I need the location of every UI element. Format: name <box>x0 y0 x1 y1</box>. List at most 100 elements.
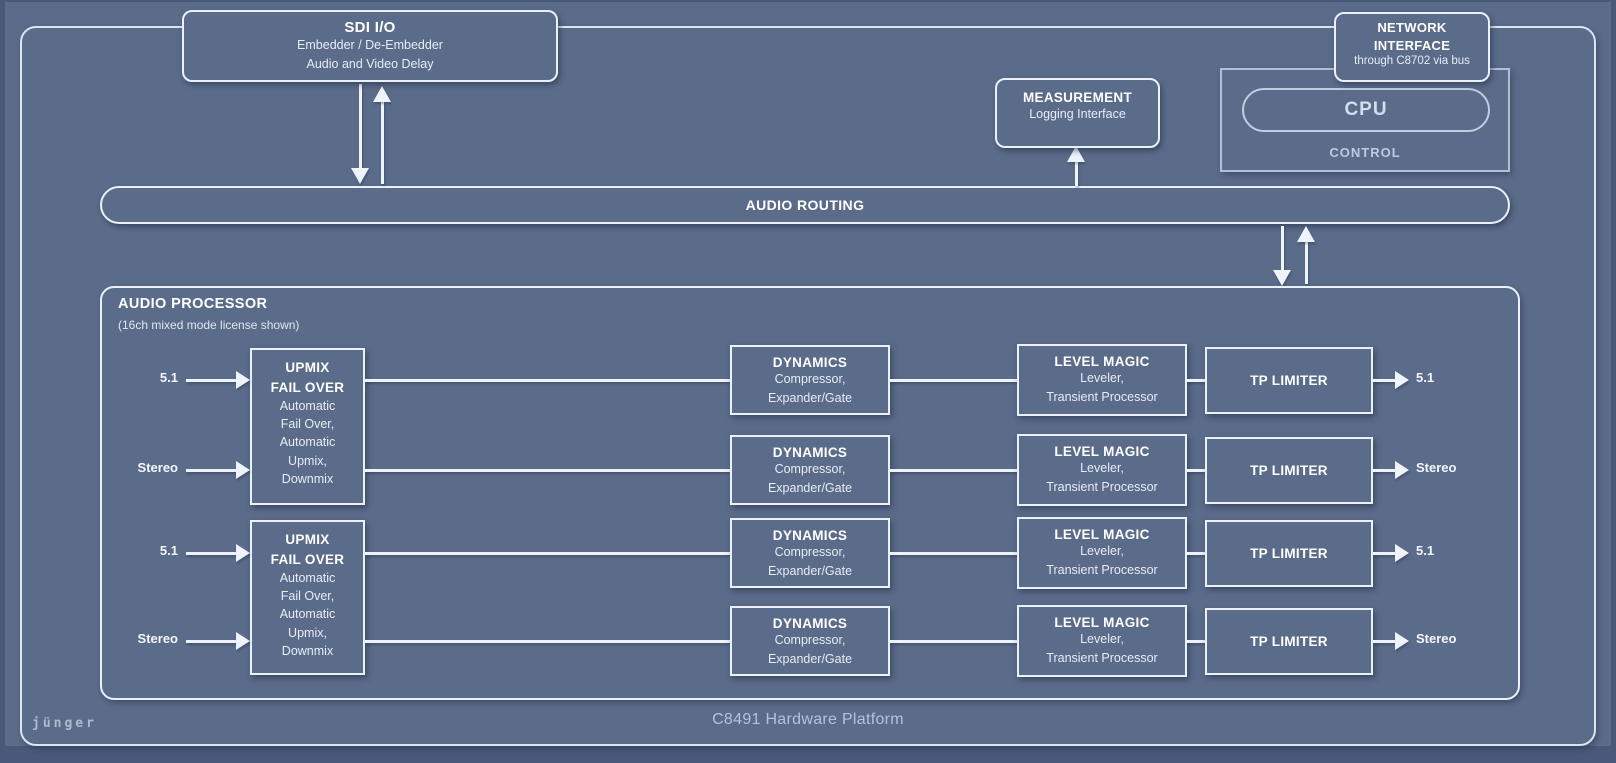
upmix-line: Downmix <box>281 643 334 658</box>
upmix-title2: FAIL OVER <box>270 551 345 567</box>
tp-limiter-title: TP LIMITER <box>1250 546 1328 561</box>
output-arrowhead-2 <box>1395 461 1409 479</box>
dynamics-line: Expander/Gate <box>767 390 853 405</box>
upmix-to-dynamics-line-2 <box>365 469 730 472</box>
edge-shade-right <box>1611 0 1616 763</box>
input-arrowhead-3 <box>236 544 250 562</box>
level-magic-box-2: LEVEL MAGIC Leveler, Transient Processor <box>1017 434 1187 506</box>
sdi-io-line2: Audio and Video Delay <box>306 56 434 71</box>
upmix-to-dynamics-line-3 <box>365 552 730 555</box>
routing-to-sdi-arrowhead <box>373 86 391 102</box>
upmix-title2: FAIL OVER <box>270 379 345 395</box>
input-line-4 <box>186 640 236 643</box>
levelmagic-to-tplimiter-line-1 <box>1187 379 1205 382</box>
level-magic-title: LEVEL MAGIC <box>1054 527 1150 542</box>
output-label-4: Stereo <box>1416 631 1457 646</box>
dynamics-title: DYNAMICS <box>772 528 848 543</box>
network-interface-subtitle: through C8702 via bus <box>1354 55 1470 68</box>
control-label: CONTROL <box>1329 145 1401 160</box>
edge-shade-left <box>0 0 5 763</box>
upmix-line: Downmix <box>281 471 334 486</box>
level-magic-box-4: LEVEL MAGIC Leveler, Transient Processor <box>1017 605 1187 677</box>
upmix-line: Automatic <box>279 399 336 414</box>
level-magic-line: Leveler, <box>1080 632 1124 646</box>
audio-processor-title: AUDIO PROCESSOR <box>118 296 268 312</box>
routing-to-measurement-arrowhead <box>1067 146 1085 162</box>
input-arrowhead-1 <box>236 371 250 389</box>
processor-to-routing-arrowhead <box>1297 226 1315 242</box>
input-label-2: Stereo <box>137 460 178 475</box>
output-line-2 <box>1373 469 1395 472</box>
output-label-1: 5.1 <box>1416 370 1435 385</box>
input-label-4: Stereo <box>137 631 178 646</box>
routing-to-measurement-line <box>1075 162 1078 186</box>
upmix-line: Upmix, <box>288 453 327 468</box>
edge-shade-bottom <box>0 746 1616 763</box>
sdi-to-routing-line <box>359 84 362 170</box>
output-arrowhead-4 <box>1395 632 1409 650</box>
routing-to-processor-line <box>1281 226 1284 270</box>
dynamics-line: Expander/Gate <box>767 563 853 578</box>
dynamics-line: Compressor, <box>774 545 846 559</box>
input-label-1: 5.1 <box>159 370 178 385</box>
audio-routing-bar: AUDIO ROUTING <box>100 186 1510 224</box>
level-magic-line: Transient Processor <box>1046 562 1158 577</box>
cpu-box: CPU <box>1242 88 1490 132</box>
edge-shade-top <box>0 0 1616 2</box>
upmix-to-dynamics-line-4 <box>365 640 730 643</box>
dynamics-line: Compressor, <box>774 372 846 386</box>
processor-to-routing-line <box>1305 242 1308 284</box>
dynamics-line: Expander/Gate <box>767 480 853 495</box>
input-label-3: 5.1 <box>159 543 178 558</box>
dynamics-to-levelmagic-line-3 <box>890 552 1017 555</box>
output-label-3: 5.1 <box>1416 543 1435 558</box>
junger-logo: jünger <box>32 716 97 731</box>
upmix-line: Fail Over, <box>280 417 335 432</box>
level-magic-title: LEVEL MAGIC <box>1054 354 1150 369</box>
sdi-io-box: SDI I/O Embedder / De-Embedder Audio and… <box>182 10 558 82</box>
measurement-box: MEASUREMENT Logging Interface <box>995 78 1160 148</box>
measurement-title: MEASUREMENT <box>1022 90 1133 105</box>
dynamics-title: DYNAMICS <box>772 616 848 631</box>
level-magic-title: LEVEL MAGIC <box>1054 444 1150 459</box>
levelmagic-to-tplimiter-line-2 <box>1187 469 1205 472</box>
output-arrowhead-1 <box>1395 371 1409 389</box>
sdi-io-line1: Embedder / De-Embedder <box>297 38 443 52</box>
level-magic-line: Transient Processor <box>1046 389 1158 404</box>
output-line-4 <box>1373 640 1395 643</box>
sdi-to-routing-arrowhead <box>351 168 369 184</box>
dynamics-line: Compressor, <box>774 633 846 647</box>
input-arrowhead-2 <box>236 461 250 479</box>
routing-to-processor-arrowhead <box>1273 270 1291 286</box>
dynamics-box-2: DYNAMICS Compressor, Expander/Gate <box>730 435 890 505</box>
dynamics-line: Compressor, <box>774 462 846 476</box>
level-magic-title: LEVEL MAGIC <box>1054 615 1150 630</box>
tp-limiter-box-3: TP LIMITER <box>1205 520 1373 587</box>
network-interface-title-line2: INTERFACE <box>1373 37 1451 53</box>
upmix-line: Automatic <box>279 607 336 622</box>
upmix-line: Fail Over, <box>280 589 335 604</box>
dynamics-to-levelmagic-line-1 <box>890 379 1017 382</box>
audio-routing-label: AUDIO ROUTING <box>745 197 865 213</box>
dynamics-line: Expander/Gate <box>767 651 853 666</box>
tp-limiter-title: TP LIMITER <box>1250 463 1328 478</box>
dynamics-box-3: DYNAMICS Compressor, Expander/Gate <box>730 518 890 588</box>
upmix-title: UPMIX <box>285 360 330 375</box>
level-magic-line: Leveler, <box>1080 461 1124 475</box>
output-arrowhead-3 <box>1395 544 1409 562</box>
output-line-3 <box>1373 552 1395 555</box>
level-magic-line: Leveler, <box>1080 544 1124 558</box>
audio-processor-subtitle: (16ch mixed mode license shown) <box>118 318 300 332</box>
dynamics-box-4: DYNAMICS Compressor, Expander/Gate <box>730 606 890 676</box>
input-line-2 <box>186 469 236 472</box>
levelmagic-to-tplimiter-line-3 <box>1187 552 1205 555</box>
routing-to-sdi-line <box>381 102 384 184</box>
hardware-platform-frame <box>20 26 1596 746</box>
sdi-io-title: SDI I/O <box>344 19 396 36</box>
input-arrowhead-4 <box>236 632 250 650</box>
audio-processor-container: AUDIO PROCESSOR (16ch mixed mode license… <box>100 286 1520 700</box>
dynamics-title: DYNAMICS <box>772 355 848 370</box>
input-line-1 <box>186 379 236 382</box>
network-interface-box: NETWORK INTERFACE through C8702 via bus <box>1334 12 1490 82</box>
